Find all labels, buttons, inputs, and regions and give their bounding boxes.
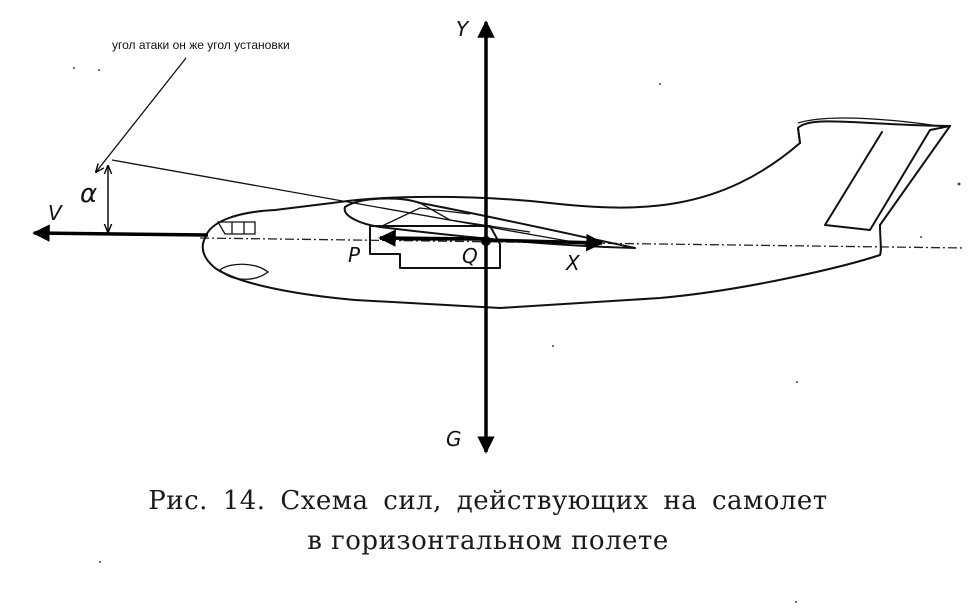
thrust-arrow xyxy=(378,229,487,247)
v-velocity-label: V xyxy=(48,201,63,225)
wing-root-line xyxy=(379,207,471,228)
alpha-label: α xyxy=(80,179,97,209)
chord-line xyxy=(111,159,591,246)
drag-arrow xyxy=(485,233,604,252)
annotation-leader-line xyxy=(96,57,187,172)
scan-specks xyxy=(73,67,961,603)
engine-nacelle xyxy=(369,225,501,269)
p-thrust-label: P xyxy=(348,243,361,267)
tail-fin xyxy=(797,125,951,231)
fuselage-outline xyxy=(201,120,951,309)
nose-gear-fairing xyxy=(219,263,270,280)
figure-caption-line-2: в горизонтальном полете xyxy=(307,526,669,556)
tail-stabilizer xyxy=(797,117,946,128)
y-axis-label: Y xyxy=(456,17,470,41)
velocity-arrow xyxy=(32,224,209,242)
center-of-mass xyxy=(481,236,491,246)
q-drag-label: Q xyxy=(462,244,478,268)
x-axis-label: X xyxy=(565,251,581,275)
figure-caption-line-1: Рис. 14. Схема сил, действующих на самол… xyxy=(148,486,828,516)
cockpit-windows xyxy=(216,221,256,235)
g-force-label: G xyxy=(446,427,462,451)
annotation-text: угол атаки он же угол установки xyxy=(112,38,290,52)
